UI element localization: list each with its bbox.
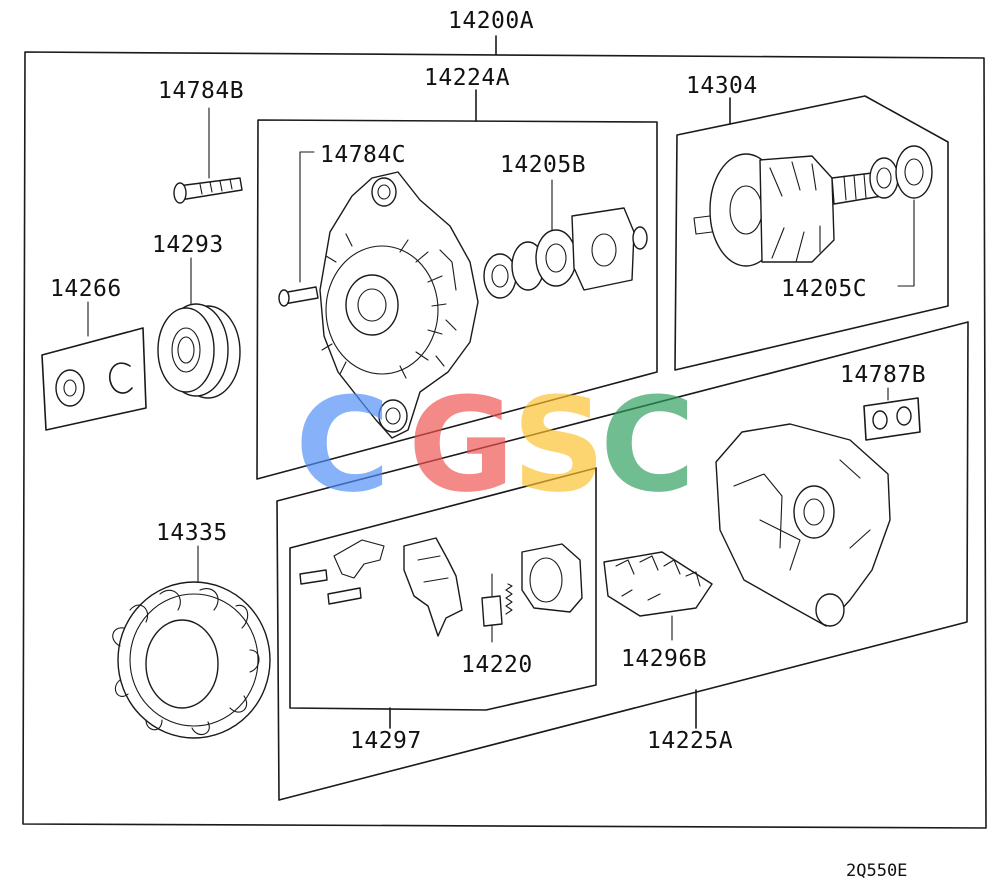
watermark-letter-c1: C xyxy=(295,369,390,521)
label-regulator-assembly: 14297 xyxy=(350,728,422,754)
watermark: C G S C xyxy=(295,369,695,521)
rotor-box xyxy=(674,95,949,371)
regulator-box xyxy=(289,467,597,729)
spacer-set-14266 xyxy=(41,301,147,431)
rear-housing-drawing xyxy=(715,423,891,627)
front-housing-drawing xyxy=(319,171,479,439)
diode-assembly-14296b xyxy=(603,551,713,641)
front-housing-box xyxy=(256,89,658,480)
label-front-housing-assembly: 14224A xyxy=(424,65,510,91)
label-brush-holder: 14220 xyxy=(461,652,533,678)
watermark-letter-c2: C xyxy=(600,369,695,521)
label-rotor: 14304 xyxy=(686,73,758,99)
label-assembly: 14200A xyxy=(448,8,534,34)
label-rear-housing-assembly: 14225A xyxy=(647,728,733,754)
assembly-frame xyxy=(22,35,987,829)
rear-housing-box xyxy=(276,321,969,801)
label-bolt: 14784B xyxy=(158,78,244,104)
label-spacer-set: 14266 xyxy=(50,276,122,302)
insulator-kit-14787b xyxy=(863,387,921,441)
watermark-letter-s: S xyxy=(512,369,606,521)
label-diode-assembly: 14296B xyxy=(621,646,707,672)
label-rear-bearing: 14205C xyxy=(781,276,867,302)
front-bearing-14205b xyxy=(483,179,648,299)
rotor-drawing xyxy=(693,145,933,287)
label-pulley: 14293 xyxy=(152,232,224,258)
label-front-bearing: 14205B xyxy=(500,152,586,178)
label-insulator-kit: 14787B xyxy=(840,362,926,388)
bolt-14784b xyxy=(173,107,243,204)
pulley-14293 xyxy=(157,257,241,399)
regulator-parts xyxy=(299,537,463,637)
brush-holder-14220 xyxy=(481,543,583,643)
stator-14335 xyxy=(112,545,271,739)
label-screw: 14784C xyxy=(320,142,406,168)
label-stator: 14335 xyxy=(156,520,228,546)
screw-14784c xyxy=(278,151,319,307)
drawing-code: 2Q550E xyxy=(846,861,907,881)
watermark-letter-g: G xyxy=(408,369,515,521)
